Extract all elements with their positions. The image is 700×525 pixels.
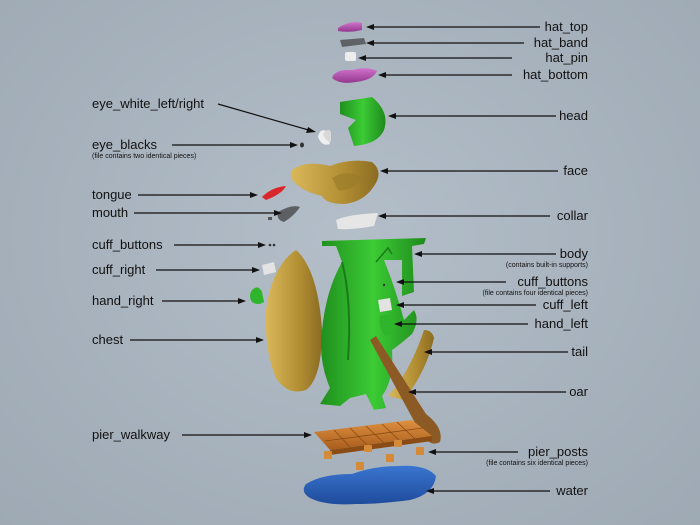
part-hand-left	[379, 314, 396, 336]
label-hand-left: hand_left	[535, 316, 589, 331]
label-hat-band: hat_band	[534, 35, 588, 50]
note-cuff-buttons-right: (file contains four identical pieces)	[483, 290, 588, 297]
part-hand-right	[250, 287, 264, 304]
note-pier-posts: (file contains six identical pieces)	[486, 460, 588, 467]
part-cuff-buttons-right	[382, 283, 386, 287]
label-eye-blacks: eye_blacks	[92, 137, 158, 152]
callouts-left	[130, 103, 316, 438]
parts	[250, 22, 441, 505]
label-cuff-buttons-right: cuff_buttons	[517, 274, 588, 289]
label-hat-top: hat_top	[545, 19, 588, 34]
label-hand-right: hand_right	[92, 293, 154, 308]
label-hat-bottom: hat_bottom	[523, 67, 588, 82]
part-hat-band	[340, 38, 366, 47]
note-eye-blacks: (file contains two identical pieces)	[92, 153, 196, 160]
label-head: head	[559, 108, 588, 123]
part-eye-white	[318, 130, 330, 145]
note-body: (contains built-in supports)	[506, 262, 588, 269]
part-pier-posts	[324, 440, 424, 470]
label-mouth: mouth	[92, 205, 128, 220]
label-cuff-buttons-left: cuff_buttons	[92, 237, 163, 252]
part-hat-pin	[345, 52, 356, 61]
part-head	[340, 97, 386, 146]
part-chest	[265, 250, 322, 392]
label-collar: collar	[557, 208, 589, 223]
label-hat-pin: hat_pin	[545, 50, 588, 65]
label-body: body	[560, 246, 589, 261]
label-face: face	[563, 163, 588, 178]
label-pier-walkway: pier_walkway	[92, 427, 171, 442]
labels-right: hat_top hat_band hat_pin hat_bottom head…	[483, 19, 589, 498]
part-hat-bottom	[332, 68, 377, 83]
label-cuff-left: cuff_left	[543, 297, 589, 312]
part-hat-top	[338, 22, 362, 32]
part-tongue	[262, 186, 286, 200]
label-water: water	[555, 483, 588, 498]
part-eye-blacks	[300, 142, 304, 148]
labels-left: eye_white_left/right eye_blacks (file co…	[92, 96, 204, 442]
part-cuff-left	[378, 298, 392, 312]
part-water	[303, 465, 436, 505]
label-tongue: tongue	[92, 187, 132, 202]
label-pier-posts: pier_posts	[528, 444, 588, 459]
label-eye-white: eye_white_left/right	[92, 96, 204, 111]
part-eye-white-2	[323, 129, 331, 142]
part-oar	[370, 336, 441, 444]
part-pier-walkway	[314, 420, 432, 455]
label-chest: chest	[92, 332, 123, 347]
part-cuff-right	[262, 262, 276, 275]
part-cuff-buttons-left	[268, 243, 272, 247]
part-mouth	[277, 206, 300, 222]
label-tail: tail	[571, 344, 588, 359]
callouts-right	[358, 24, 568, 494]
label-oar: oar	[569, 384, 588, 399]
part-collar	[336, 213, 378, 230]
label-cuff-right: cuff_right	[92, 262, 146, 277]
